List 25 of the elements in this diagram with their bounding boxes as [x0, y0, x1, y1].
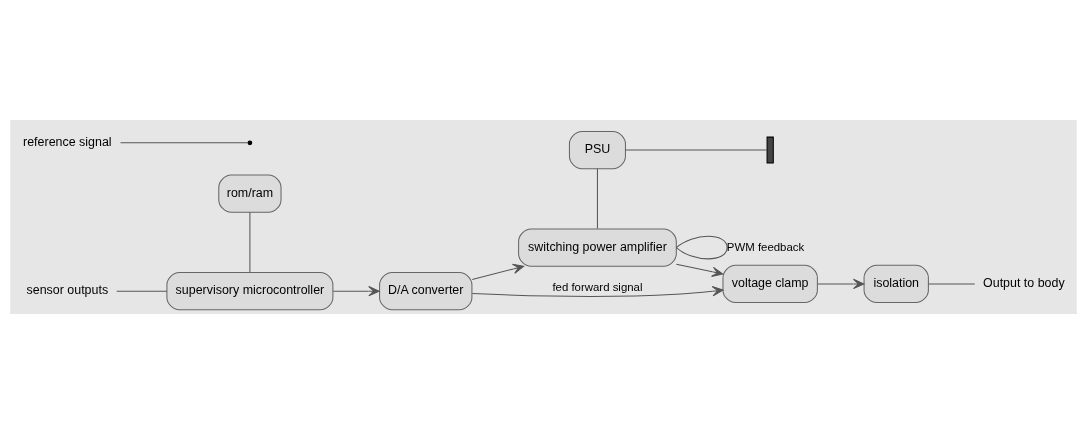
connector	[249, 211, 251, 273]
connector	[120, 142, 249, 144]
connector	[116, 290, 168, 292]
node-text: reference signal	[23, 135, 112, 150]
arrow	[332, 286, 380, 297]
node-box: rom/ram	[218, 174, 282, 213]
connector	[928, 283, 976, 285]
arrow	[675, 263, 724, 277]
node-box: supervisory microcontroller	[166, 272, 334, 311]
node-box: voltage clamp	[722, 264, 818, 304]
node-text: sensor outputs	[26, 283, 109, 298]
node-battery	[766, 136, 774, 164]
arrow	[471, 263, 525, 280]
connector	[675, 235, 728, 260]
node-box: D/A converter	[379, 272, 473, 311]
arrow	[817, 278, 865, 290]
arrow	[471, 286, 724, 297]
edge-label: PWM feedback	[726, 240, 805, 253]
node-box: PSU	[568, 130, 626, 170]
node-box: switching power amplifier	[518, 228, 677, 267]
node-box: isolation	[863, 264, 929, 304]
edge-label: fed forward signal	[552, 280, 643, 293]
connector	[596, 168, 598, 230]
connector	[625, 149, 768, 151]
node-text: Output to body	[983, 276, 1065, 291]
